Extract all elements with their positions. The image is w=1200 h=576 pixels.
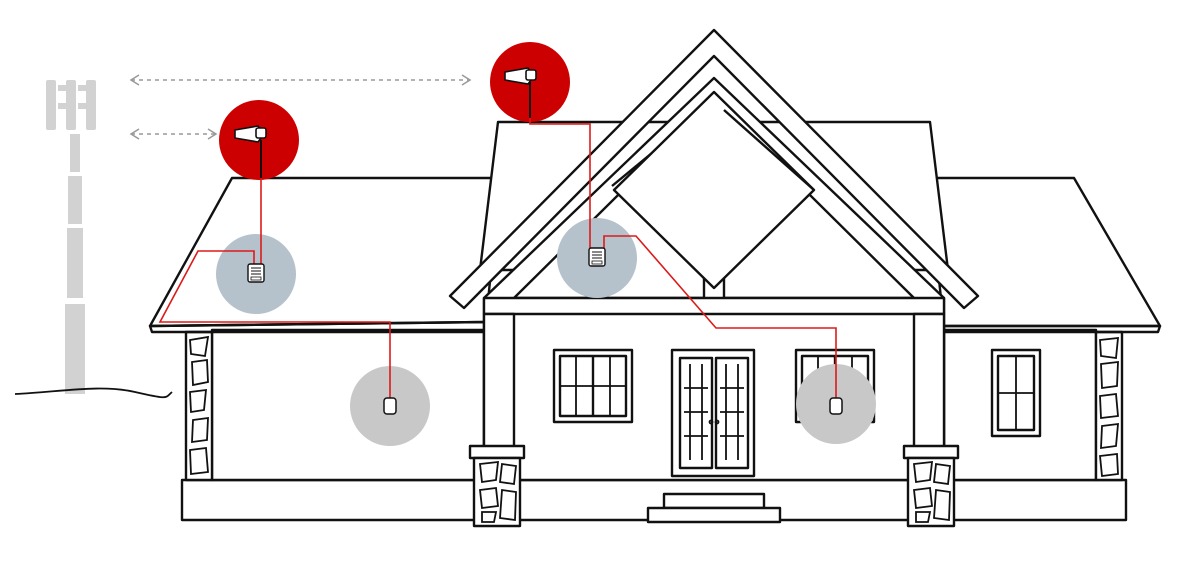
left-porch-pillar [468,444,526,528]
front-step-bottom [646,506,782,524]
cell-tower-icon [46,80,96,394]
cables [158,118,837,398]
ground-line [14,387,173,399]
short-distance-arrow [129,128,218,140]
indoor-dome-antenna-icon [829,397,843,415]
yagi-antenna-icon [504,67,537,118]
house [148,28,1162,528]
distance-arrows [129,74,472,140]
right-stone-column [1094,330,1124,482]
signal-booster-icon [247,263,265,283]
signal-booster-icon [588,247,606,267]
left-wing-wall [210,328,486,482]
long-distance-arrow [129,74,472,86]
front-step-top [662,492,766,510]
right-porch-pillar [902,444,960,528]
left-wing-roof [148,176,502,328]
front-door [670,348,756,478]
gable-trim [448,28,980,310]
truss-diamond [612,90,816,290]
front-window-left [552,348,634,424]
yagi-antenna-icon [234,125,267,178]
left-stone-column [184,330,214,482]
side-window [990,348,1042,438]
indoor-dome-antenna-icon [383,397,397,415]
